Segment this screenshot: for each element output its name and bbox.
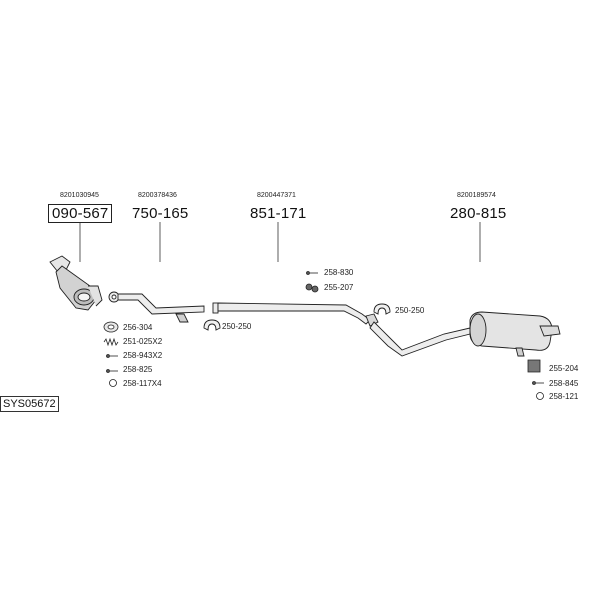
part-number-2[interactable]: 750-165 <box>132 205 189 222</box>
clamp-icon <box>203 319 221 331</box>
bolt-icon <box>532 381 544 385</box>
oem-number-2: 8200378436 <box>138 192 177 199</box>
system-code: SYS05672 <box>0 396 59 412</box>
ring-icon <box>536 392 544 400</box>
rubber-mount-icon <box>527 359 541 373</box>
part-number-4[interactable]: 280-815 <box>450 205 507 222</box>
fitting-label: 258-117X4 <box>123 379 162 388</box>
fitting-label: 250-250 <box>395 306 425 315</box>
gasket-icon <box>103 321 119 333</box>
bolt-icon <box>106 369 118 373</box>
front-pipe <box>108 291 205 323</box>
catalytic-converter <box>49 255 103 311</box>
fitting-label: 255-204 <box>549 364 579 373</box>
fitting-label: 255-207 <box>324 283 354 292</box>
spring-icon <box>103 337 119 347</box>
fitting-label: 258-121 <box>549 392 579 401</box>
oem-number-3: 8200447371 <box>257 192 296 199</box>
rubber-mount-icon <box>305 283 319 293</box>
intermediate-pipe <box>212 302 379 327</box>
fitting-label: 258-830 <box>324 268 354 277</box>
oem-number-1: 8201030945 <box>60 192 99 199</box>
rear-silencer <box>369 311 561 357</box>
fitting-label: 258-845 <box>549 379 579 388</box>
fitting-label: 258-825 <box>123 365 153 374</box>
fitting-label: 250-250 <box>222 322 252 331</box>
clamp-icon <box>373 303 391 315</box>
ring-icon <box>109 379 117 387</box>
fitting-label: 251-025X2 <box>123 337 163 346</box>
fitting-label: 256-304 <box>123 323 153 332</box>
oem-number-4: 8200189574 <box>457 192 496 199</box>
bolt-icon <box>106 354 118 358</box>
fitting-label: 258-943X2 <box>123 351 163 360</box>
bolt-icon <box>306 271 318 275</box>
part-number-3[interactable]: 851-171 <box>250 205 307 222</box>
part-number-1[interactable]: 090-567 <box>48 204 113 223</box>
